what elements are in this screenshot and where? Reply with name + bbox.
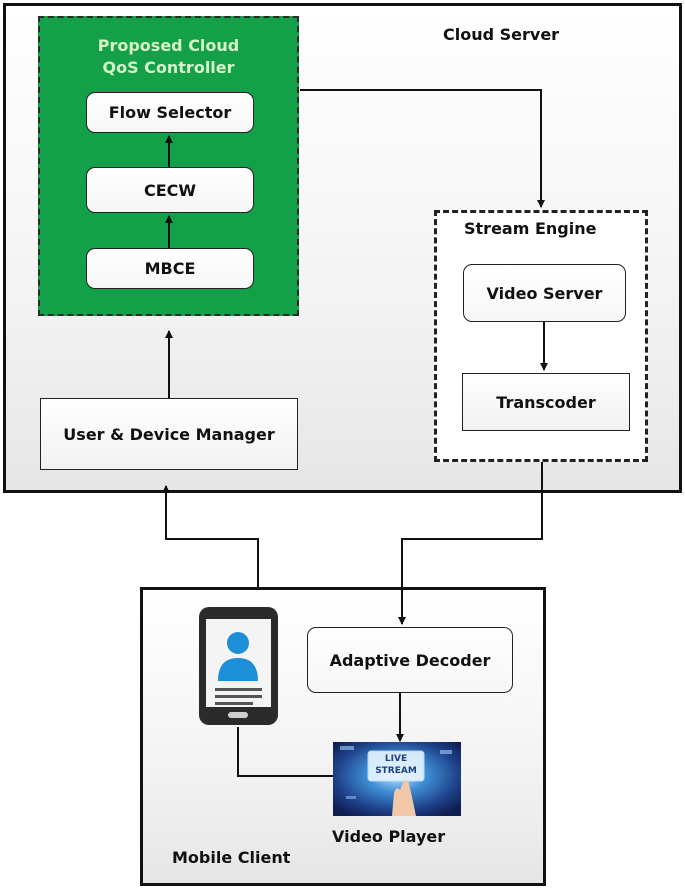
user-device-manager-box: User & Device Manager: [40, 398, 298, 470]
line-phone-to-video-player: [237, 727, 333, 777]
stream-engine-label: Stream Engine: [464, 219, 597, 238]
cloud-server-label: Cloud Server: [443, 25, 560, 44]
mbce-box: MBCE: [86, 248, 254, 289]
arrow-mobile-to-udm: [162, 485, 259, 587]
flow-selector-box: Flow Selector: [86, 92, 254, 133]
transcoder-box: Transcoder: [462, 373, 630, 431]
mobile-client-label: Mobile Client: [172, 848, 291, 867]
video-server-box: Video Server: [463, 264, 626, 322]
video-player-label: Video Player: [332, 827, 446, 846]
qos-controller-title-line1: Proposed Cloud: [97, 36, 240, 55]
live-stream-thumbnail: [333, 742, 461, 816]
live-badge-line2: STREAM: [375, 766, 417, 776]
smartphone-icon: [199, 607, 278, 725]
arrow-qos-to-stream-engine: [300, 89, 545, 208]
qos-controller-title-line2: QoS Controller: [102, 58, 235, 77]
adaptive-decoder-box: Adaptive Decoder: [307, 627, 513, 693]
cecw-box: CECW: [86, 167, 254, 213]
arrow-stream-engine-to-decoder: [398, 462, 543, 625]
live-badge-line1: LIVE: [384, 754, 408, 764]
